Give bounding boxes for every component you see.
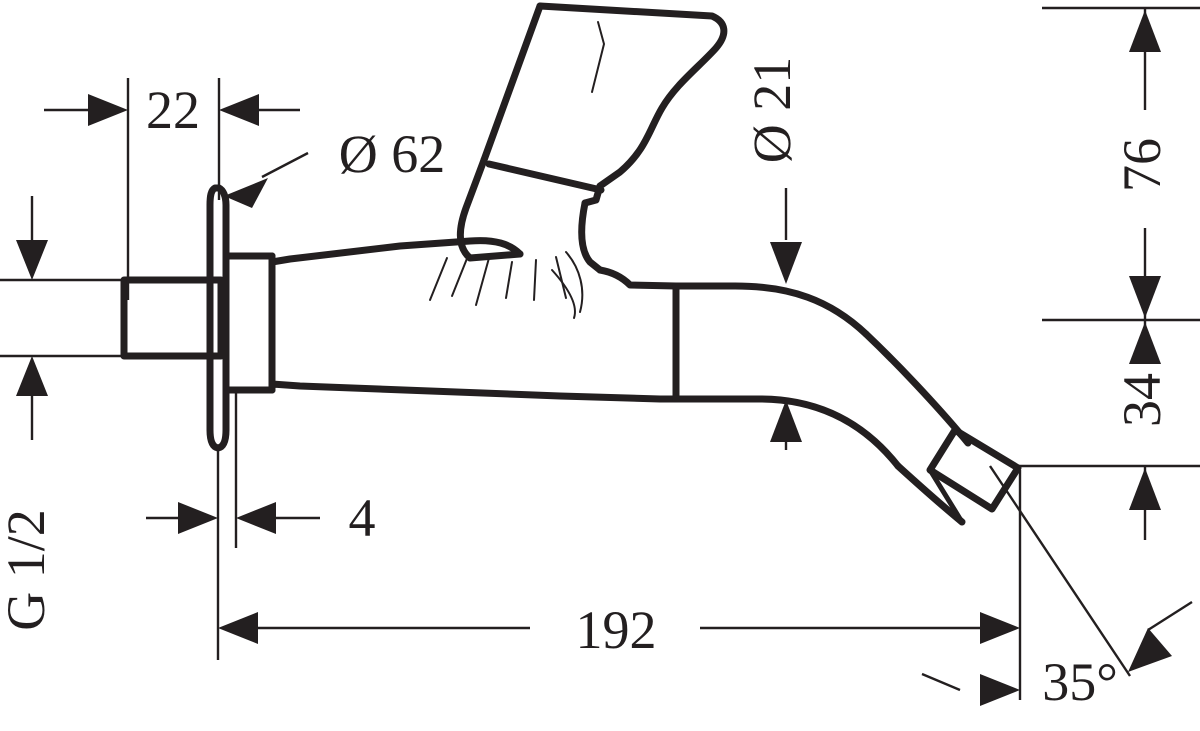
wall-escutcheon (206, 184, 230, 452)
dimension-label-62: Ø 62 (339, 124, 446, 184)
dimension-35-deg: 35° (921, 465, 1193, 712)
dimension-diameter-21: Ø 21 (742, 57, 802, 450)
dimension-g-half: G 1/2 (0, 196, 56, 631)
dimension-label-35-deg: 35° (1042, 652, 1118, 712)
dimension-label-192: 192 (576, 600, 657, 660)
dimension-192: 192 (218, 470, 1022, 700)
dimension-34: 34 (1018, 320, 1200, 540)
faucet-body-outline (224, 237, 902, 470)
dimension-label-22: 22 (146, 80, 200, 140)
cartridge-hatching (429, 251, 584, 319)
dimension-label-76: 76 (1112, 138, 1172, 192)
faucet-geometry (0, 2, 1022, 526)
inlet-nipple (0, 276, 225, 360)
dimension-label-34: 34 (1112, 373, 1172, 427)
dimension-label-21: Ø 21 (742, 57, 802, 164)
dimension-76: 76 (1042, 6, 1200, 322)
handle-lever (457, 2, 728, 274)
aerator-outlet (926, 426, 1022, 525)
dimension-label-4: 4 (349, 488, 376, 548)
dimension-diameter-62: Ø 62 (224, 124, 445, 208)
dimension-22: 22 (44, 78, 300, 300)
dimension-4: 4 (146, 392, 376, 660)
dimension-label-g-half: G 1/2 (0, 509, 56, 631)
